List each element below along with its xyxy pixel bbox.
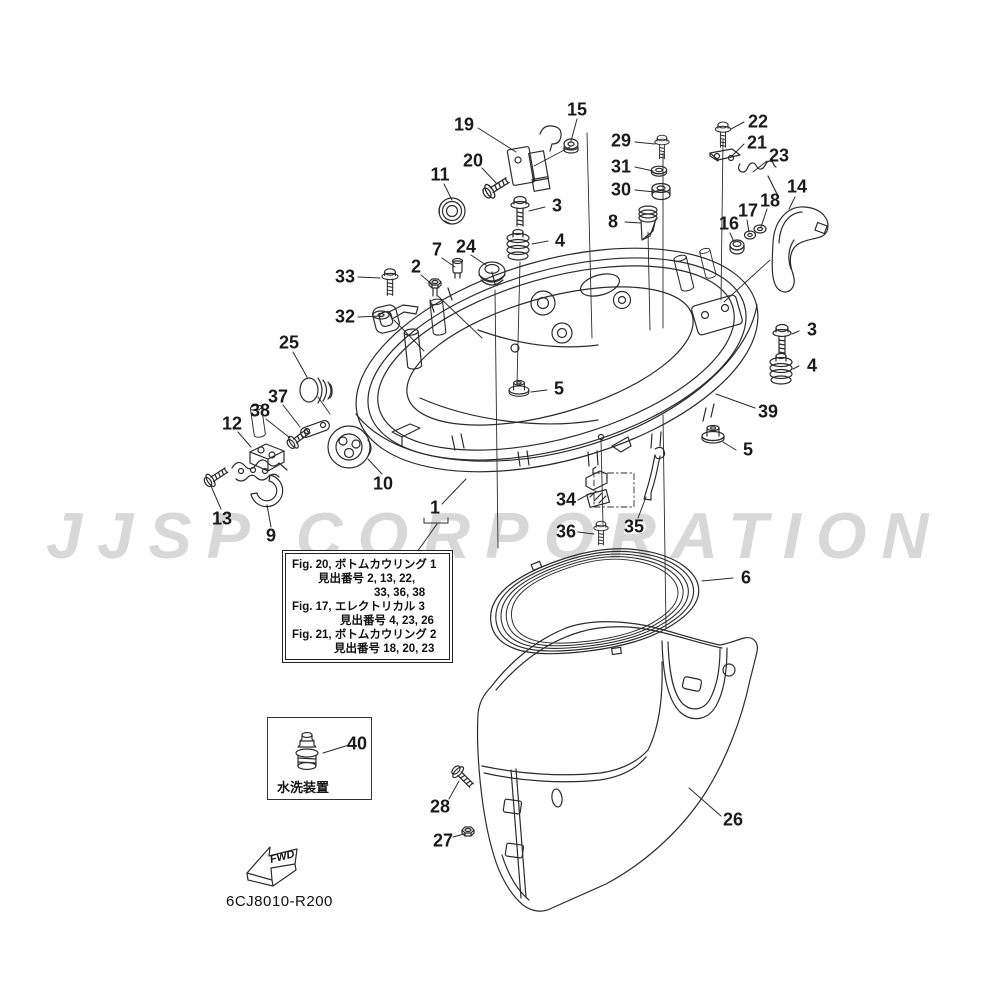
callout-16: 16 [718, 213, 740, 234]
part-34-clamp [585, 466, 611, 508]
part-15-grommet [563, 138, 579, 154]
callout-7: 7 [431, 239, 443, 260]
callout-22: 22 [747, 111, 769, 132]
callout-34: 34 [555, 489, 577, 510]
callout-20: 20 [462, 150, 484, 171]
part-12-bracket [249, 443, 285, 472]
callout-24: 24 [455, 236, 477, 257]
fwd-arrow: FWD [246, 846, 298, 887]
figref-line-4: Fig. 17, エレクトリカル 3 [292, 601, 425, 613]
callout-18: 18 [759, 190, 781, 211]
callout-3: 3 [551, 195, 563, 216]
figref-line-2: 見出番号 2, 13, 22, [318, 573, 416, 585]
assembly-lines [317, 132, 771, 629]
callout-14: 14 [786, 176, 808, 197]
callout-27: 27 [432, 830, 454, 851]
callout-11: 11 [430, 164, 450, 185]
bottom-cowling-upper [249, 246, 759, 473]
part-9-bracket [231, 459, 288, 508]
part-11-grommet [438, 197, 466, 225]
callout-13: 13 [211, 508, 233, 529]
callout-30: 30 [610, 179, 632, 200]
figref-line-1: Fig. 20, ボトムカウリング 1 [292, 559, 437, 571]
part-36-axis-dot [597, 433, 605, 441]
flush-kit-label: 水洗装置 [277, 780, 330, 795]
part-32-clip [372, 304, 419, 320]
part-8-fitting [638, 205, 658, 241]
callout-36: 36 [555, 521, 577, 542]
callout-8: 8 [607, 211, 619, 232]
callout-38: 38 [249, 400, 271, 421]
flush-kit-box [267, 717, 372, 800]
part-17-washer [743, 230, 757, 240]
drawing-code: 6CJ8010-R200 [226, 893, 333, 910]
fwd-label: FWD [269, 848, 296, 866]
callout-28: 28 [429, 796, 451, 817]
callout-5: 5 [742, 439, 754, 460]
callout-4: 4 [806, 355, 818, 376]
callout-3: 3 [806, 319, 818, 340]
callout-10: 10 [372, 473, 394, 494]
figure-reference-box: Fig. 20, ボトムカウリング 1 見出番号 2, 13, 22, 33, … [282, 550, 453, 663]
callout-29: 29 [610, 130, 632, 151]
callout-37: 37 [267, 386, 289, 407]
hardware-parts [201, 121, 829, 837]
callout-25: 25 [278, 332, 300, 353]
figref-line-5: 見出番号 4, 23, 26 [340, 615, 434, 627]
part-24-grommet [478, 261, 506, 286]
callout-39: 39 [757, 401, 779, 422]
part-23-spring [737, 160, 778, 195]
seal-rubber-ring [489, 548, 700, 656]
callout-15: 15 [566, 99, 588, 120]
callout-9: 9 [265, 525, 277, 546]
callout-35: 35 [623, 516, 645, 537]
callout-5: 5 [553, 378, 565, 399]
figref-line-6: Fig. 21, ボトムカウリング 2 [292, 629, 437, 641]
part-7-fitting [451, 257, 464, 279]
callout-1: 1 [429, 497, 441, 518]
callout-6: 6 [740, 567, 752, 588]
part-14-handle [771, 206, 829, 293]
part-16-nut [729, 239, 745, 255]
callout-31: 31 [610, 156, 632, 177]
callout-17: 17 [737, 200, 759, 221]
part-25-plug [299, 377, 333, 404]
bottom-cowling-lower [476, 621, 758, 912]
callout-2: 2 [410, 256, 422, 277]
callout-32: 32 [334, 306, 356, 327]
part-21-plate [709, 148, 741, 162]
part-19-bracket [506, 125, 562, 192]
figref-line-7: 見出番号 18, 20, 23 [334, 643, 435, 655]
part-35-tie [643, 446, 666, 501]
callout-26: 26 [722, 809, 744, 830]
part-18-washer [753, 224, 767, 234]
part-30-bushing [651, 182, 671, 201]
watermark: JJSP CORPORATION [46, 499, 944, 572]
part-2-bolt [428, 278, 442, 297]
part-10-mount [327, 425, 372, 469]
callout-19: 19 [453, 114, 475, 135]
callout-40: 40 [346, 733, 368, 754]
leader-lines [210, 118, 800, 838]
figref-line-3: 33, 36, 38 [374, 587, 426, 599]
callout-33: 33 [334, 266, 356, 287]
part-40-fitting [295, 731, 319, 771]
callout-12: 12 [221, 413, 243, 434]
callout-23: 23 [768, 145, 790, 166]
callout-4: 4 [554, 230, 566, 251]
figure-reference-inner: Fig. 20, ボトムカウリング 1 見出番号 2, 13, 22, 33, … [285, 553, 450, 660]
callout-21: 21 [746, 132, 768, 153]
